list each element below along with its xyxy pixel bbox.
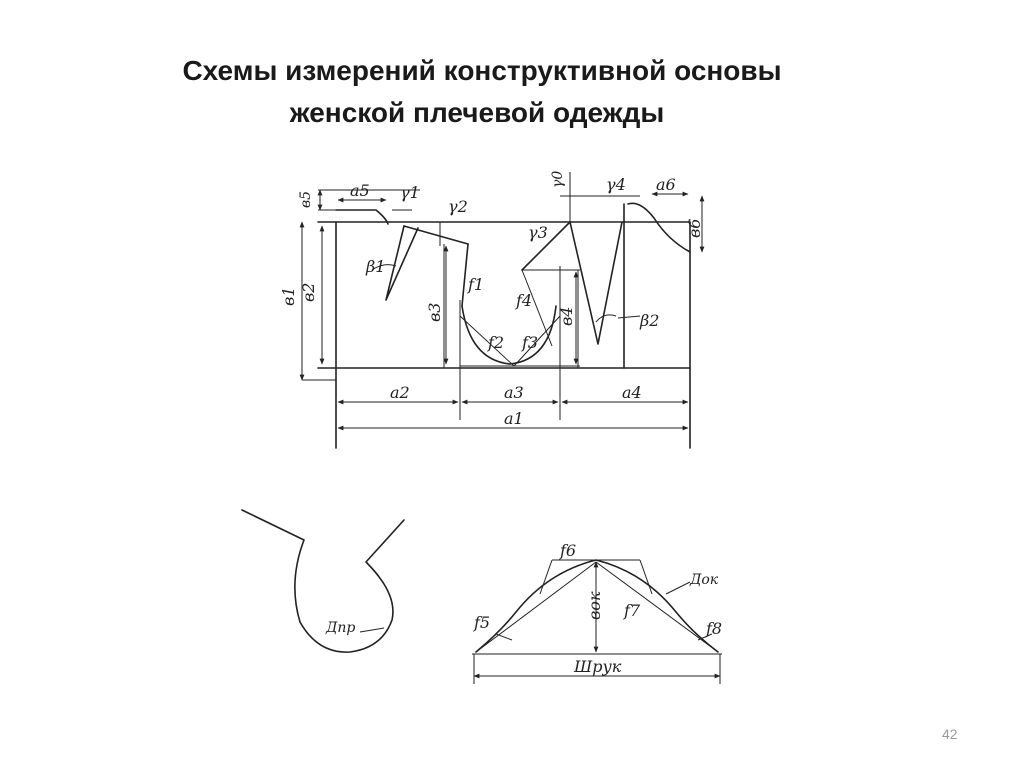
label-g2: γ2 [448, 197, 468, 216]
label-dok: Док [689, 572, 719, 588]
slide-title: Схемы измерений конструктивной основы же… [0, 50, 1024, 134]
label-b5: в5 [298, 191, 314, 208]
sleeve-left-upper [539, 559, 553, 595]
label-a6: а6 [656, 175, 676, 194]
label-a2: а2 [390, 383, 410, 402]
label-f2: f2 [487, 333, 504, 352]
label-f3: f3 [521, 333, 538, 352]
label-f4: f4 [515, 291, 532, 310]
label-b2: в2 [299, 283, 318, 303]
armhole-curve [461, 305, 557, 365]
bodice-diagram [299, 172, 705, 449]
front-dart [569, 221, 623, 345]
sleeve-diagram: f6 вок Док f5 f7 f8 Шрук [472, 541, 722, 684]
f5-tick [495, 633, 513, 641]
label-b3: в3 [425, 303, 444, 323]
label-f8: f8 [705, 619, 722, 638]
label-vok: вок [585, 591, 604, 620]
label-dpr: Дпр [325, 620, 355, 636]
title-line-2: женской плечевой одежды [289, 97, 665, 128]
sleeve-right-upper [639, 559, 653, 595]
label-b6: в6 [685, 219, 704, 239]
dok-pointer [665, 581, 691, 595]
label-a4: а4 [622, 383, 642, 402]
label-a3: а3 [504, 383, 524, 402]
beta2-pointer [617, 315, 641, 319]
label-f6: f6 [559, 541, 576, 560]
label-beta1: β1 [365, 257, 385, 276]
beta2-arc [595, 314, 617, 323]
label-f1: f1 [467, 275, 484, 294]
back-armhole-upper [461, 243, 469, 307]
label-shruk: Шрук [573, 657, 622, 676]
back-shoulder-dart [385, 225, 419, 301]
back-neck-curve [335, 209, 389, 225]
label-b4: в4 [557, 307, 576, 327]
label-b1: в1 [279, 287, 298, 307]
bodice-labels: в5 а5 γ1 γ2 β1 в1 в2 f1 в3 f2 f3 f4 γ3 в… [279, 171, 704, 428]
label-f5: f5 [473, 613, 490, 632]
armhole-diag-2 [513, 315, 561, 367]
front-shoulder-line [521, 221, 571, 271]
armhole-perimeter-pointer [359, 627, 385, 633]
armhole-outline [241, 509, 405, 653]
title-line-1: Схемы измерений конструктивной основы [182, 55, 782, 86]
label-beta2: β2 [639, 311, 659, 330]
armhole-diagram: Дпр [241, 509, 405, 653]
label-f7: f7 [623, 601, 641, 620]
label-g0: γ0 [550, 171, 566, 188]
beta1-arc [371, 264, 397, 271]
f4-guide [521, 269, 553, 347]
armhole-diag-1 [459, 315, 515, 367]
back-shoulder-line [403, 225, 469, 245]
f8-tick [697, 633, 713, 641]
label-g3: γ3 [528, 223, 548, 242]
page-number: 42 [942, 726, 958, 742]
sleeve-right-diag [595, 561, 719, 653]
label-g4: γ4 [606, 175, 626, 194]
front-neck-curve [627, 202, 691, 253]
label-a5: а5 [350, 181, 370, 200]
label-g1: γ1 [400, 183, 420, 202]
label-a1: а1 [504, 409, 524, 428]
sleeve-left-diag [475, 561, 597, 653]
